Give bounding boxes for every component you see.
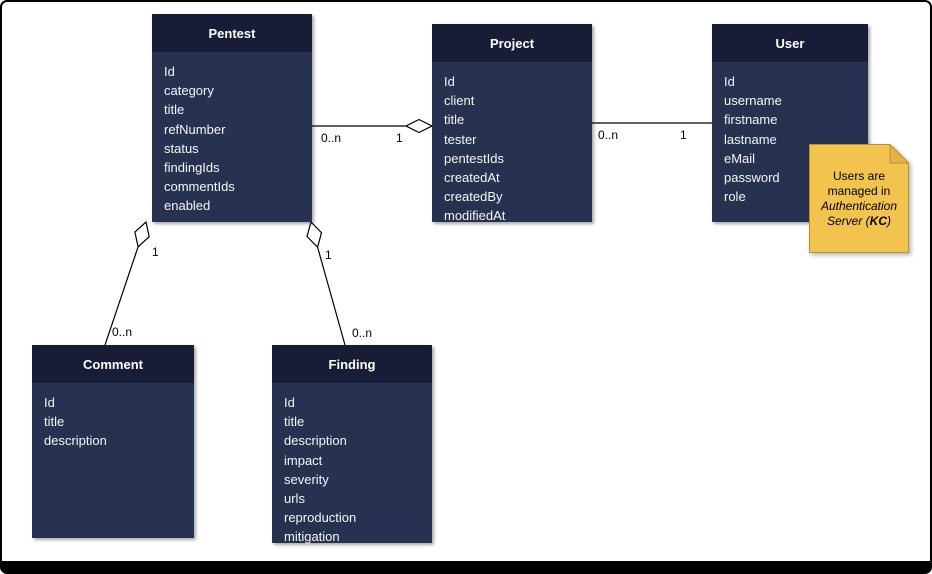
field: tester [444, 131, 477, 147]
entity-user-fields: Id username firstname lastname eMail pas… [712, 62, 868, 206]
entity-finding-title: Finding [272, 345, 432, 383]
field: createdBy [444, 189, 503, 205]
note-text-close: ) [887, 213, 892, 228]
entity-user-title: User [712, 24, 868, 62]
note-shape [809, 144, 909, 253]
note-text-italic: Authentication Server ( [820, 198, 898, 228]
field: createdAt [444, 170, 500, 186]
note-folded-corner-icon [889, 144, 909, 164]
field: title [44, 414, 65, 430]
field: reproduction [284, 510, 357, 526]
field: pentestIds [444, 150, 504, 166]
note-text-normal: Users are managed in [827, 168, 891, 198]
field: firstname [724, 112, 778, 128]
multiplicity-pentest-comment-source: 1 [152, 245, 159, 259]
connector-line[interactable] [317, 247, 346, 346]
field: role [724, 189, 746, 205]
field: Id [44, 395, 55, 410]
field: description [284, 433, 347, 449]
field: severity [284, 471, 329, 487]
note-paper [809, 144, 909, 253]
multiplicity-project-user-target: 1 [680, 128, 687, 142]
multiplicity-pentest-project-source: 0..n [321, 131, 342, 145]
aggregation-diamond-icon [404, 118, 434, 134]
field: title [444, 112, 465, 128]
connector-pentest-project[interactable] [312, 118, 434, 134]
field: Id [284, 395, 295, 410]
entity-comment[interactable]: Comment Id title description [32, 345, 194, 538]
multiplicity-pentest-project-target: 1 [396, 131, 403, 145]
multiplicity-project-user-source: 0..n [598, 128, 619, 142]
field: urls [284, 491, 305, 507]
entity-finding[interactable]: Finding Id title description impact seve… [272, 345, 432, 544]
note-text: Users are managed in Authentication Serv… [809, 144, 909, 253]
field: title [284, 414, 305, 430]
field: eMail [724, 150, 756, 166]
connector-pentest-finding[interactable] [306, 220, 346, 346]
field: title [164, 102, 185, 118]
field: password [724, 170, 780, 186]
note-users-managed[interactable]: Users are managed in Authentication Serv… [809, 144, 909, 253]
aggregation-diamond-icon [134, 220, 150, 248]
field: Id [164, 64, 175, 79]
field: impact [284, 452, 323, 468]
field: refNumber [164, 121, 226, 137]
field: enabled [164, 198, 211, 214]
field: description [44, 433, 107, 449]
multiplicity-pentest-finding-target: 0..n [352, 326, 373, 340]
multiplicity-pentest-finding-source: 1 [325, 248, 332, 262]
field: status [164, 140, 199, 156]
entity-finding-fields: Id title description impact severity url… [272, 383, 432, 547]
entity-pentest-fields: Id category title refNumber status findi… [152, 52, 312, 216]
field: mitigation [284, 529, 340, 545]
field: modifiedAt [444, 208, 506, 224]
field: commentIds [164, 179, 235, 195]
field: Id [724, 74, 735, 89]
field: username [724, 93, 782, 109]
multiplicity-pentest-comment-target: 0..n [112, 325, 133, 339]
entity-project-title: Project [432, 24, 592, 62]
connector-pentest-comment[interactable] [104, 220, 150, 346]
entity-pentest[interactable]: Pentest Id category title refNumber stat… [152, 14, 312, 222]
entity-project[interactable]: Project Id client title tester pentestId… [432, 24, 592, 223]
field: lastname [724, 131, 777, 147]
field: client [444, 93, 475, 109]
entity-pentest-title: Pentest [152, 14, 312, 52]
field: category [164, 83, 214, 99]
aggregation-diamond-icon [306, 220, 323, 249]
entity-comment-title: Comment [32, 345, 194, 383]
entity-comment-fields: Id title description [32, 383, 194, 451]
field: Id [444, 74, 455, 89]
connector-line[interactable] [104, 246, 139, 346]
field: findingIds [164, 160, 220, 176]
entity-project-fields: Id client title tester pentestIds create… [432, 62, 592, 226]
note-text-bold: KC [869, 213, 888, 228]
